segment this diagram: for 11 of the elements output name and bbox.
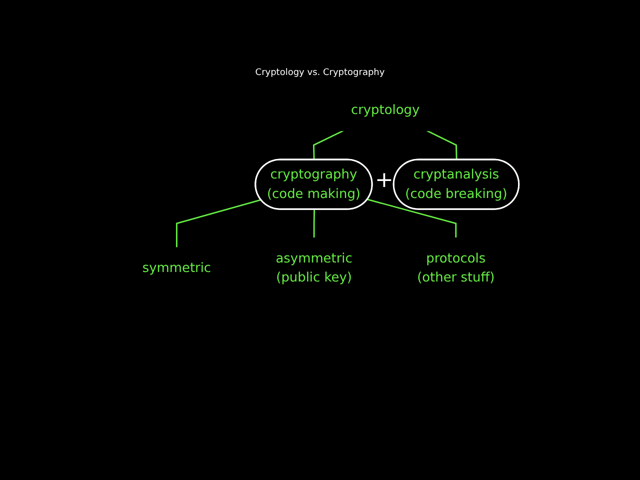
node-text: cryptology [351, 102, 420, 118]
diagram-title: Cryptology vs. Cryptography [254, 68, 386, 78]
connector [426, 130, 458, 160]
connector [314, 209, 316, 238]
connector [313, 130, 344, 160]
connector [368, 198, 457, 238]
node-text: symmetric [142, 260, 212, 276]
node-text: protocols (other stuff) [417, 250, 495, 286]
plus-sign: + [375, 168, 394, 193]
connector [176, 199, 262, 248]
node-text: asymmetric (public key) [276, 250, 353, 286]
